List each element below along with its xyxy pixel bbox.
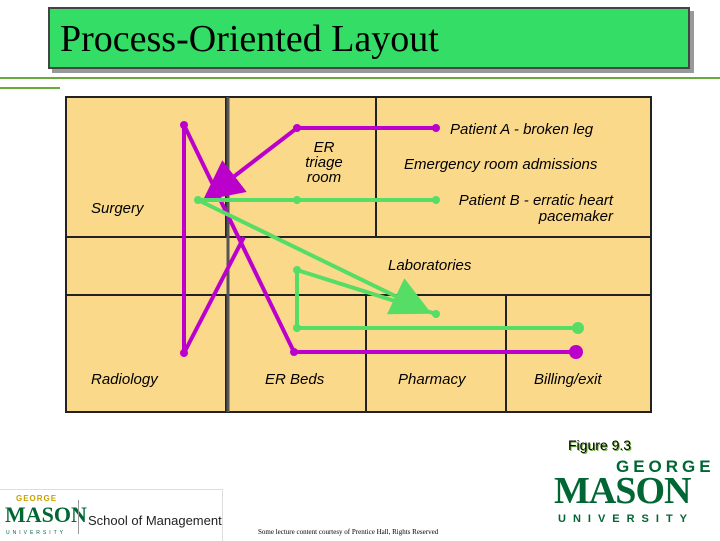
label-patient-a: Patient A - broken leg	[450, 121, 594, 138]
school-logo-mason: MASON	[5, 502, 87, 527]
patient-b-stops	[194, 196, 584, 334]
label-radiology: Radiology	[91, 371, 158, 388]
label-pharmacy: Pharmacy	[398, 371, 466, 388]
logo-mason-text: MASON	[554, 470, 691, 512]
school-logo-university: UNIVERSITY	[6, 530, 67, 536]
credit-text: Some lecture content courtesy of Prentic…	[258, 528, 439, 536]
figure-caption: Figure 9.3	[568, 437, 632, 453]
school-of-management-text: School of Management	[88, 513, 222, 528]
school-logo-george: GEORGE	[16, 494, 58, 503]
patient-b-path	[197, 198, 578, 330]
green-divider-short	[0, 87, 60, 89]
title-bar: Process-Oriented Layout	[48, 7, 690, 69]
label-er-triage: ER triage room	[305, 139, 343, 186]
page-title: Process-Oriented Layout	[60, 18, 439, 60]
label-billing-exit: Billing/exit	[534, 371, 602, 388]
label-laboratories: Laboratories	[388, 257, 472, 274]
green-divider	[0, 77, 720, 79]
label-patient-b: Patient B - erratic heart pacemaker	[458, 192, 613, 225]
logo-george-text: GEORGE	[616, 457, 715, 476]
patient-a-path	[182, 124, 576, 354]
label-er-beds: ER Beds	[265, 371, 325, 388]
school-logo-box: GEORGE MASON UNIVERSITY School of Manage…	[0, 489, 223, 541]
logo-university-text: UNIVERSITY	[558, 513, 695, 525]
george-mason-logo: GEORGE MASON UNIVERSITY	[552, 455, 712, 535]
patient-a-stops	[180, 121, 583, 359]
label-emergency-admissions: Emergency room admissions	[404, 156, 598, 173]
label-surgery: Surgery	[91, 200, 144, 217]
floor-plan	[65, 96, 652, 413]
logo-separator	[78, 500, 79, 534]
